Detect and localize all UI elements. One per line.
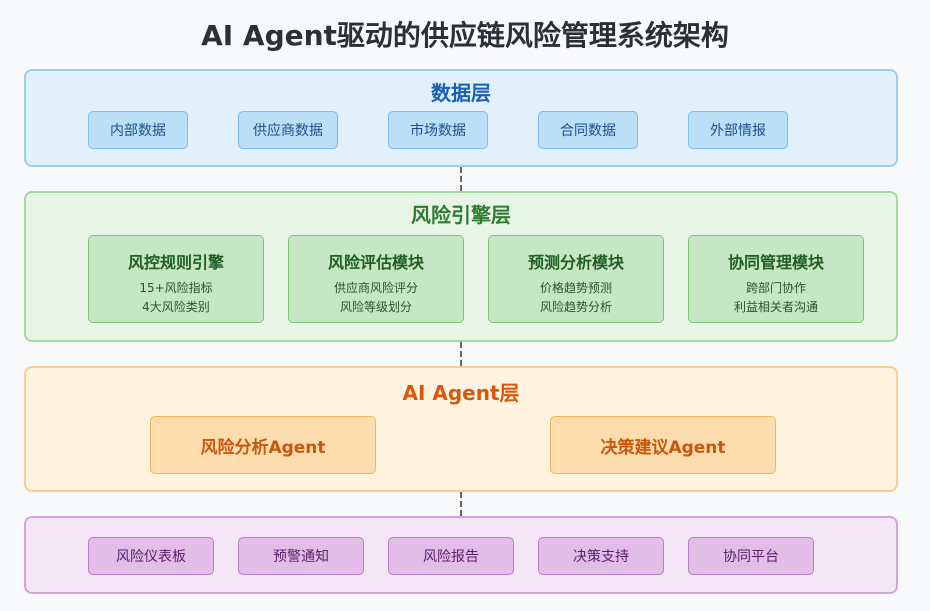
- risk-engine-layer: 风险引擎层 风控规则引擎 15+风险指标 4大风险类别 风险评估模块 供应商风险…: [24, 191, 898, 342]
- output-item-alerts: 预警通知: [238, 537, 364, 575]
- module-title: 预测分析模块: [527, 253, 624, 272]
- module-collaboration: 协同管理模块 跨部门协作 利益相关者沟通: [688, 235, 864, 323]
- output-item-collab-platform: 协同平台: [688, 537, 814, 575]
- module-line: 价格趋势预测: [539, 281, 612, 295]
- module-risk-rules-engine: 风控规则引擎 15+风险指标 4大风险类别: [88, 235, 264, 323]
- module-title: 协同管理模块: [727, 253, 824, 272]
- data-item-contract: 合同数据: [538, 111, 638, 149]
- agent-decision-advice: 决策建议Agent: [550, 416, 776, 474]
- module-predictive-analysis: 预测分析模块 价格趋势预测 风险趋势分析: [488, 235, 664, 323]
- module-title: 风控规则引擎: [127, 253, 224, 272]
- output-item-decision-support: 决策支持: [538, 537, 664, 575]
- connector-3: [460, 492, 462, 516]
- risk-engine-layer-title: 风险引擎层: [411, 203, 511, 227]
- module-line: 风险趋势分析: [539, 300, 612, 314]
- module-line: 风险等级划分: [339, 300, 412, 314]
- ai-agent-layer: AI Agent层 风险分析Agent 决策建议Agent: [24, 366, 898, 492]
- agent-risk-analysis: 风险分析Agent: [150, 416, 376, 474]
- ai-agent-layer-title: AI Agent层: [402, 381, 520, 405]
- data-item-supplier: 供应商数据: [238, 111, 338, 149]
- output-layer: 风险仪表板 预警通知 风险报告 决策支持 协同平台: [24, 516, 898, 594]
- data-item-market: 市场数据: [388, 111, 488, 149]
- output-item-dashboard: 风险仪表板: [88, 537, 214, 575]
- data-layer: 数据层 内部数据 供应商数据 市场数据 合同数据 外部情报: [24, 69, 898, 167]
- module-line: 4大风险类别: [142, 300, 210, 314]
- data-layer-title: 数据层: [431, 81, 491, 105]
- module-line: 供应商风险评分: [333, 281, 418, 295]
- diagram-title: AI Agent驱动的供应链风险管理系统架构: [201, 19, 729, 52]
- module-line: 跨部门协作: [745, 281, 806, 295]
- data-item-internal: 内部数据: [88, 111, 188, 149]
- module-title: 风险评估模块: [327, 253, 424, 272]
- connector-1: [460, 167, 462, 191]
- output-item-reports: 风险报告: [388, 537, 514, 575]
- module-risk-assessment: 风险评估模块 供应商风险评分 风险等级划分: [288, 235, 464, 323]
- connector-2: [460, 342, 462, 366]
- module-line: 利益相关者沟通: [733, 300, 818, 314]
- module-line: 15+风险指标: [139, 281, 213, 295]
- data-item-external: 外部情报: [688, 111, 788, 149]
